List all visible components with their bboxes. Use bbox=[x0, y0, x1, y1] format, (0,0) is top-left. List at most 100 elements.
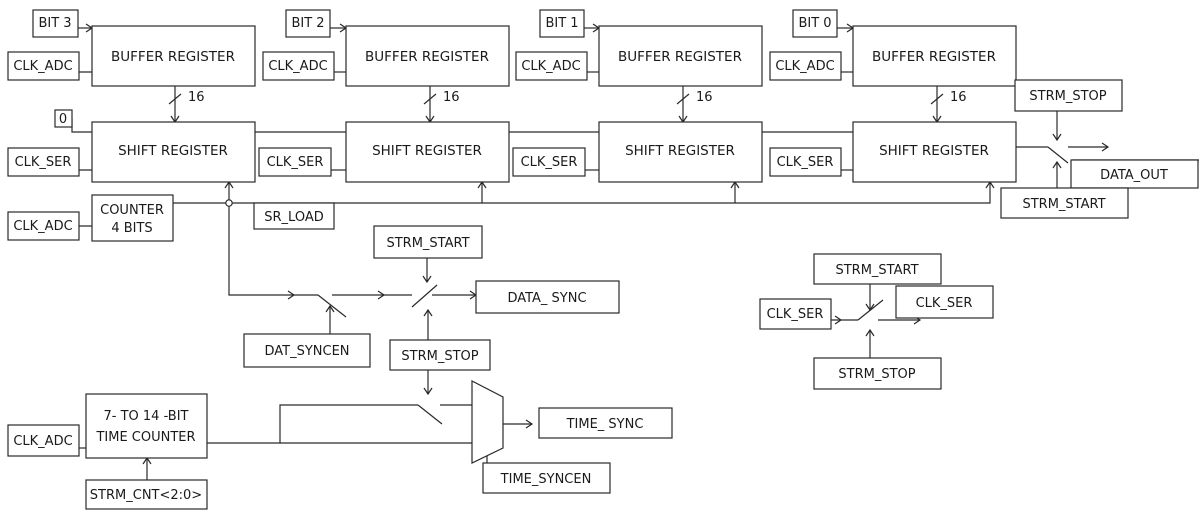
time-sync-box bbox=[538, 407, 673, 439]
buffer-clk-labels: CLK_ADC CLK_ADC CLK_ADC CLK_ADC bbox=[7, 51, 842, 81]
strm-start-label: STRM_START bbox=[1022, 197, 1105, 212]
strm-cnt-label: STRM_CNT<2:0> bbox=[90, 488, 202, 503]
dat-syncen-blade bbox=[317, 294, 347, 318]
bus-4-slash bbox=[930, 93, 944, 105]
bus-width-label: 16 bbox=[188, 90, 205, 105]
bus-3-slash bbox=[676, 93, 690, 105]
strm-stop-arrowhead-1 bbox=[1052, 133, 1062, 142]
time-counter-clk-box bbox=[7, 424, 80, 457]
strm-stop-arrowhead-2 bbox=[423, 308, 433, 317]
buffer-register-label: BUFFER REGISTER bbox=[365, 49, 489, 65]
serial-in-wire bbox=[71, 119, 92, 133]
strm-stop-label: STRM_STOP bbox=[838, 367, 915, 382]
clk-ser-label: CLK_SER bbox=[267, 155, 324, 170]
clk-adc-label: CLK_ADC bbox=[268, 59, 327, 74]
sr-load-label: SR_LOAD bbox=[264, 210, 323, 225]
data-sync-label: DATA_ SYNC bbox=[507, 291, 586, 306]
counter-clk-box bbox=[7, 211, 80, 241]
time-sync-mux bbox=[471, 380, 504, 464]
clk-ser-gate-in-arrowhead bbox=[834, 315, 843, 325]
shift-register-label: SHIFT REGISTER bbox=[625, 143, 735, 159]
buffer-register-row: BUFFER REGISTER BUFFER REGISTER BUFFER R… bbox=[91, 25, 1017, 87]
strm-start-arrowhead-1 bbox=[1052, 160, 1062, 169]
shift-register-2: SHIFT REGISTER bbox=[345, 121, 510, 183]
data-sync-path: STRM_START DATA_ SYNC DAT_SYNCEN STRM_ST… bbox=[243, 225, 620, 371]
bus-1-slash bbox=[168, 93, 182, 105]
bit0-label: BIT 0 bbox=[798, 16, 831, 31]
strm-stop-arrowhead-3 bbox=[423, 387, 433, 396]
buffer-register-label: BUFFER REGISTER bbox=[618, 49, 742, 65]
data-out-blade bbox=[1047, 146, 1069, 164]
sr-load-bus bbox=[173, 183, 991, 204]
counter-line2: 4 BITS bbox=[111, 221, 152, 236]
data-out-label: DATA_OUT bbox=[1100, 168, 1168, 183]
data-sync-mid-arrowhead bbox=[377, 290, 386, 300]
dat-syncen-arrowhead bbox=[325, 304, 335, 313]
time-sync-label: TIME_ SYNC bbox=[566, 417, 644, 432]
buffer-register-bit3: BUFFER REGISTER bbox=[91, 25, 256, 87]
buffer-register-bit0: BUFFER REGISTER bbox=[852, 25, 1017, 87]
strm-start-label: STRM_START bbox=[835, 263, 918, 278]
shift-register-label: SHIFT REGISTER bbox=[372, 143, 482, 159]
strm-cnt-box bbox=[85, 479, 208, 510]
clk-ser-label: CLK_SER bbox=[521, 155, 578, 170]
serial-input-box bbox=[54, 109, 73, 128]
strm-start-arrowhead-2 bbox=[422, 275, 432, 284]
time-sync-blade bbox=[417, 404, 443, 425]
buffer-register-bit2: BUFFER REGISTER bbox=[345, 25, 510, 87]
clk-ser-gate: STRM_START CLK_SER CLK_SER STRM_STOP bbox=[759, 253, 994, 390]
bit3-label: BIT 3 bbox=[38, 16, 71, 31]
time-syncen-label: TIME_SYNCEN bbox=[500, 472, 592, 487]
clk-ser-label: CLK_SER bbox=[15, 155, 72, 170]
strm-stop-arrowhead-4 bbox=[865, 328, 875, 337]
bus-width-label: 16 bbox=[950, 90, 967, 105]
time-counter-out bbox=[207, 404, 418, 444]
strm-start-label: STRM_START bbox=[386, 236, 469, 251]
data-out-switch: STRM_STOP DATA_OUT STRM_START bbox=[1000, 79, 1199, 219]
bit-labels: BIT 3 BIT 2 BIT 1 BIT 0 bbox=[32, 9, 838, 38]
bit2-label: BIT 2 bbox=[291, 16, 324, 31]
clk-ser-label: CLK_SER bbox=[916, 296, 973, 311]
counter-line1: COUNTER bbox=[100, 203, 164, 218]
buffer-register-label: BUFFER REGISTER bbox=[872, 49, 996, 65]
sr-load-junction bbox=[225, 199, 233, 207]
strm-start-arrowhead-3 bbox=[865, 303, 875, 312]
time-counter-line2: TIME COUNTER bbox=[95, 430, 195, 445]
clk-adc-label: CLK_ADC bbox=[13, 59, 72, 74]
bus-2-slash bbox=[423, 93, 437, 105]
clk-adc-label: CLK_ADC bbox=[13, 219, 72, 234]
data-out-arrowhead bbox=[1101, 142, 1110, 152]
shift-clk-labels: CLK_SER CLK_SER CLK_SER CLK_SER bbox=[7, 147, 842, 177]
time-syncen-box bbox=[482, 462, 611, 494]
time-sync-arrowhead bbox=[525, 419, 534, 429]
clk-ser-label: CLK_SER bbox=[777, 155, 834, 170]
shift-register-1: SHIFT REGISTER bbox=[91, 121, 256, 183]
bit1-label: BIT 1 bbox=[545, 16, 578, 31]
time-counter: 7- TO 14 -BIT TIME COUNTER bbox=[85, 393, 208, 459]
data-sync-tap-arrowhead bbox=[287, 290, 296, 300]
shift-register-row: 0 SHIFT REGISTER SHIFT REGISTER SHIFT RE… bbox=[54, 109, 1017, 183]
counter-4bit: COUNTER 4 BITS bbox=[91, 194, 174, 242]
buffer-register-label: BUFFER REGISTER bbox=[111, 49, 235, 65]
strm-stop-label: STRM_STOP bbox=[401, 349, 478, 364]
bus-width-label: 16 bbox=[443, 90, 460, 105]
dat-syncen-label: DAT_SYNCEN bbox=[264, 344, 349, 359]
shift-register-4: SHIFT REGISTER bbox=[852, 121, 1017, 183]
shift-register-label: SHIFT REGISTER bbox=[879, 143, 989, 159]
strm-stop-label: STRM_STOP bbox=[1029, 89, 1106, 104]
shift-register-label: SHIFT REGISTER bbox=[118, 143, 228, 159]
strm-start-blade bbox=[411, 284, 438, 308]
clk-ser-label: CLK_SER bbox=[767, 307, 824, 322]
time-counter-line1: 7- TO 14 -BIT bbox=[104, 409, 189, 424]
serial-input-zero: 0 bbox=[59, 112, 67, 127]
sr-load-box bbox=[253, 202, 335, 230]
buffer-register-bit1: BUFFER REGISTER bbox=[598, 25, 763, 87]
shift-register-3: SHIFT REGISTER bbox=[598, 121, 763, 183]
clk-adc-label: CLK_ADC bbox=[521, 59, 580, 74]
data-sync-tap bbox=[228, 203, 318, 296]
bus-width-labels: 16 16 16 16 bbox=[188, 90, 967, 105]
bus-width-label: 16 bbox=[696, 90, 713, 105]
clk-adc-label: CLK_ADC bbox=[13, 434, 72, 449]
clk-adc-label: CLK_ADC bbox=[775, 59, 834, 74]
